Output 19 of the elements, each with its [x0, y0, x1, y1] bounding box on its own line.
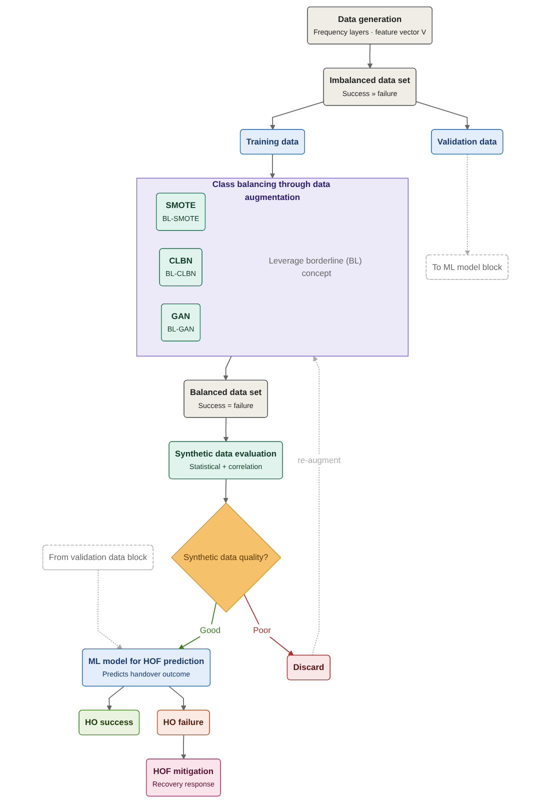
- arrow: [178, 602, 216, 650]
- arrow: [106, 686, 124, 711]
- arrow: [270, 101, 324, 130]
- edge-label: Poor: [252, 625, 270, 636]
- arrow: [222, 478, 228, 504]
- arrow: [168, 686, 186, 711]
- edge-label: Good: [199, 625, 220, 636]
- arrow: [464, 154, 470, 256]
- node-diamond: Synthetic data quality?: [170, 502, 281, 613]
- arrow: [311, 356, 320, 656]
- arrow: [366, 44, 372, 69]
- arrow: [180, 734, 186, 760]
- arrow: [97, 570, 122, 650]
- arrow: [222, 356, 232, 380]
- arrow: [415, 101, 470, 130]
- arrow: [222, 417, 228, 442]
- arrow: [243, 594, 294, 656]
- edge-label: re-augment: [297, 455, 340, 465]
- arrow: [269, 154, 275, 178]
